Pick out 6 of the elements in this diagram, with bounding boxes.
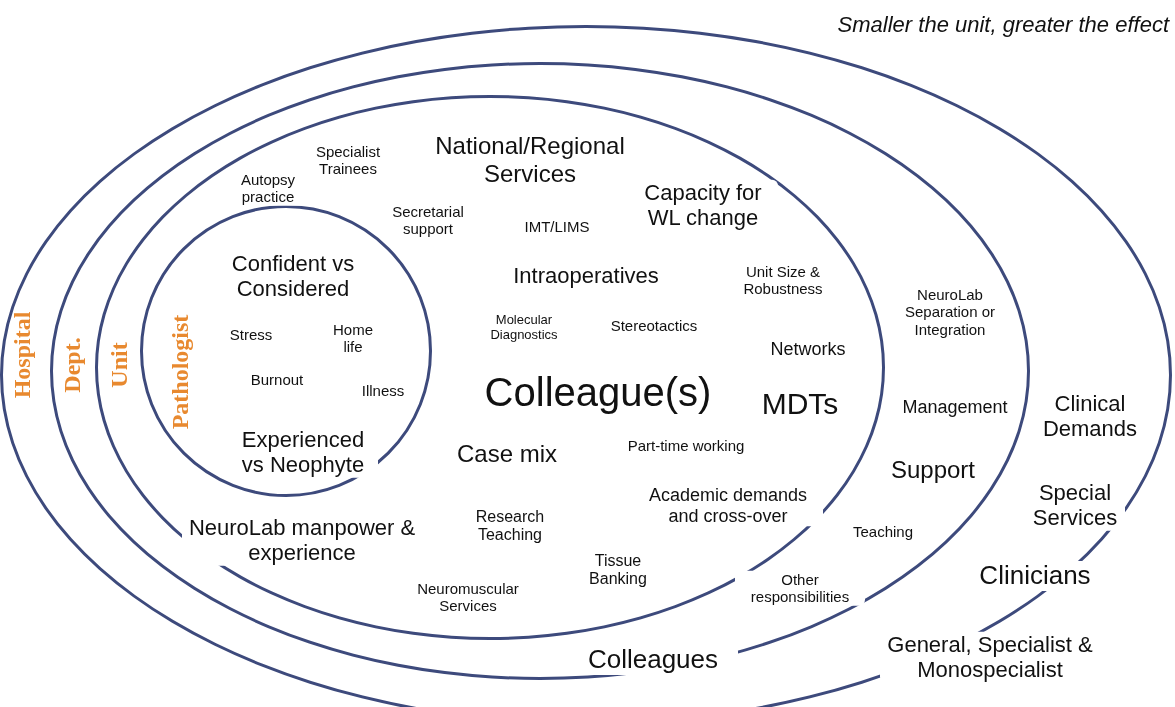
ring-label: Pathologist [166,314,194,430]
ring-label: Unit [105,342,133,388]
ring-label: Hospital [8,311,36,399]
ring-label: Dept. [58,337,86,393]
title: Smaller the unit, greater the effect [837,12,1169,38]
factor-label: Other responsibilities [735,570,865,606]
